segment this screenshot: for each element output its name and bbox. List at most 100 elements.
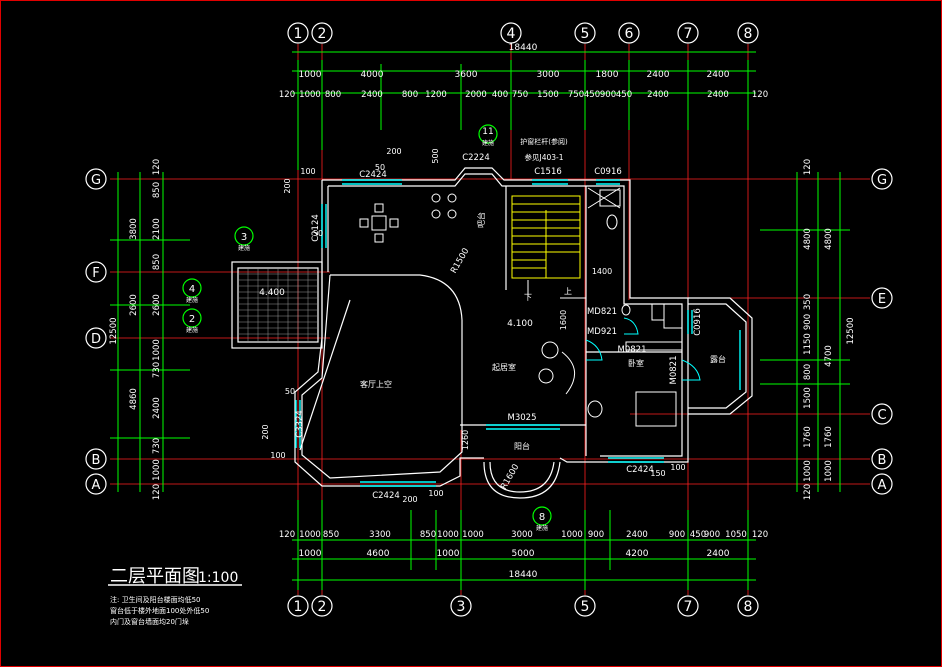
dim-top-1: 1800 (596, 70, 619, 80)
stair-down: 下 (524, 293, 532, 302)
room-atrium: 客厅上空 (360, 379, 392, 389)
dim-bottom-2: 1000 (299, 549, 322, 559)
window-tag: C2424 (626, 465, 654, 475)
dim-bottom-1: 2400 (626, 530, 648, 540)
detail-bubble: 8 (539, 512, 545, 523)
dim-bottom-1: 900 (588, 530, 604, 540)
bed (635, 391, 677, 427)
axis-label-right: A (878, 478, 887, 493)
axis-label-left: D (91, 332, 101, 347)
window-tag: C2424 (372, 491, 400, 501)
room-family: 起居室 (492, 362, 516, 372)
small-dim: 200 (261, 424, 270, 439)
radius-2: R1600 (499, 463, 521, 492)
drawing-title: 二层平面图 (110, 566, 200, 587)
axis-label-bottom: 5 (581, 599, 590, 615)
drawing-scale: 1:100 (198, 570, 238, 586)
axis-label-left: F (92, 266, 99, 281)
dim-right-1: 4800 (824, 228, 834, 250)
dim-bottom-1: 120 (279, 530, 295, 540)
axis-label-top: 5 (581, 26, 590, 42)
dim-right-2: 4800 (803, 228, 813, 250)
dim-top-2: 900 (600, 90, 616, 100)
dim-top-2: 400 (492, 90, 508, 100)
axis-label-right: C (877, 408, 886, 423)
toilet (606, 214, 618, 230)
axis-label-right: B (878, 453, 887, 468)
dim-top-2: 120 (279, 90, 295, 100)
axis-label-right: G (877, 173, 887, 188)
dim-right-1: 1760 (824, 426, 834, 448)
window-tag: C0916 (693, 308, 703, 336)
axis-label-top: 8 (744, 26, 753, 42)
dim-top-2: 1500 (537, 90, 559, 100)
dim-top-2: 1200 (425, 90, 447, 100)
small-dim: 100 (300, 167, 315, 176)
dim-left-2: 2400 (152, 397, 162, 419)
dim-bottom-1: 120 (752, 530, 768, 540)
axis-label-top: 2 (318, 26, 327, 42)
detail-bubble: 3 (241, 232, 247, 243)
dim-total-bottom: 18440 (509, 570, 538, 580)
axis-bubbles (85, 22, 893, 617)
dim-total-top: 18440 (509, 43, 538, 53)
dim-bottom-1: 900 (704, 530, 720, 540)
dim-top-1: 2400 (647, 70, 670, 80)
bay-window (688, 297, 753, 415)
axis-label-right: E (878, 292, 886, 307)
detail-bubble: 11 (482, 127, 493, 137)
dim-bottom-1: 1000 (299, 530, 321, 540)
dim-left-2: 730 (152, 362, 162, 378)
window-tag: C2124 (311, 214, 321, 242)
dim-bottom-1: 900 (669, 530, 685, 540)
windows (295, 179, 741, 487)
small-dim: 200 (283, 178, 292, 193)
atrium-opening (299, 299, 351, 451)
room-bar: 吧台 (476, 212, 486, 228)
dim-bottom-2: 4600 (367, 549, 390, 559)
dim-top-1: 4000 (361, 70, 384, 80)
dim-top-2: 2400 (361, 90, 383, 100)
dim-bottom-1: 850 (420, 530, 436, 540)
dim-left-2: 730 (152, 438, 162, 454)
axis-label-left: B (92, 453, 101, 468)
dim-bottom-1: 1000 (462, 530, 484, 540)
radius-1: R1500 (449, 247, 471, 276)
detail-bubble: 4 (189, 284, 195, 295)
dim-left-1: 2600 (129, 294, 139, 316)
dim-top-2: 1000 (299, 90, 321, 100)
small-dim: 1600 (559, 310, 568, 330)
washbasin (599, 189, 621, 207)
dim-top-2: 450 (584, 90, 600, 100)
dim-bottom-2: 2400 (707, 549, 730, 559)
room-balcony: 阳台 (514, 441, 530, 451)
drawing-note: 注: 卫生间及阳台楼面均低50 (110, 595, 201, 604)
stair (511, 195, 581, 296)
outer-wall (294, 167, 689, 487)
axis-label-bottom: 1 (294, 599, 303, 615)
axis-label-top: 6 (625, 26, 634, 42)
dim-bottom-2: 4200 (626, 549, 649, 559)
armchair (541, 341, 559, 359)
dim-left-total: 12500 (109, 317, 119, 344)
small-dim: 50 (313, 229, 323, 238)
dim-top-1: 1000 (299, 70, 322, 80)
dim-left-1: 3800 (129, 218, 139, 240)
dim-right-total: 12500 (846, 317, 856, 344)
dim-right-2: 1150 (803, 333, 813, 355)
axis-label-bottom: 7 (684, 599, 693, 615)
dim-top-1: 2400 (707, 70, 730, 80)
window-tag: C3324 (295, 410, 305, 438)
dim-bottom-1: 1000 (561, 530, 583, 540)
furniture (359, 187, 683, 427)
window-tag: C2424 (359, 170, 387, 180)
small-dim: 150 (650, 469, 665, 478)
rail-ref: 参见J403-1 (524, 152, 563, 162)
detail-sub: 建施 (186, 326, 198, 334)
dim-left-2: 850 (152, 182, 162, 198)
window-tag: C1516 (534, 167, 562, 177)
small-dim: 500 (431, 148, 440, 163)
dim-right-2: 1000 (803, 460, 813, 482)
dim-left-2: 2600 (152, 294, 162, 316)
